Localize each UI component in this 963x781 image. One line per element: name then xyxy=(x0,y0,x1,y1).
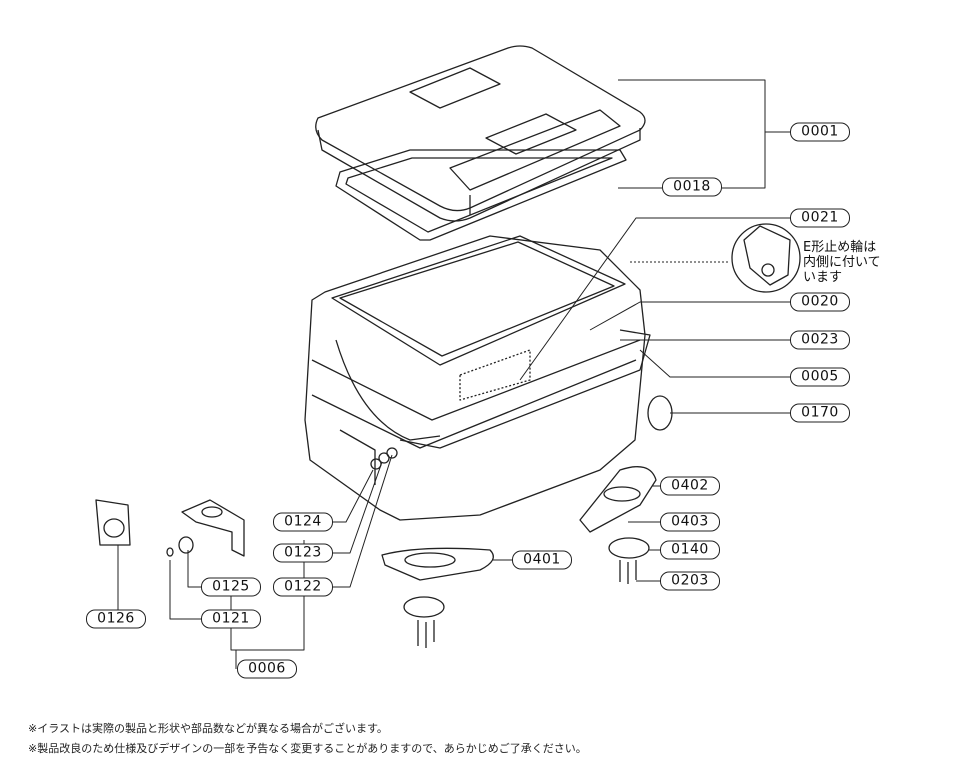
part-label-0401[interactable]: 0401 xyxy=(512,550,572,570)
e-ring-note: E形止め輪は 内側に付いて います xyxy=(803,240,881,285)
part-label-0006[interactable]: 0006 xyxy=(237,659,297,679)
part-label-0125[interactable]: 0125 xyxy=(201,577,261,597)
e-ring-detail-drawing xyxy=(731,223,801,293)
part-label-0124[interactable]: 0124 xyxy=(273,512,333,532)
part-label-0123[interactable]: 0123 xyxy=(273,543,333,563)
part-label-0005[interactable]: 0005 xyxy=(790,367,850,387)
note-line: 内側に付いて xyxy=(803,255,881,270)
footnote-illustration: ※イラストは実際の製品と形状や部品数などが異なる場合がございます。 xyxy=(28,722,388,735)
part-label-0020[interactable]: 0020 xyxy=(790,292,850,312)
leader-lines xyxy=(117,79,790,669)
part-label-0170[interactable]: 0170 xyxy=(790,403,850,423)
feet-drawing xyxy=(381,466,657,648)
part-label-0126[interactable]: 0126 xyxy=(86,609,146,629)
part-label-0018[interactable]: 0018 xyxy=(662,177,722,197)
part-label-0402[interactable]: 0402 xyxy=(660,476,720,496)
part-label-0021[interactable]: 0021 xyxy=(790,208,850,228)
part-label-0403[interactable]: 0403 xyxy=(660,512,720,532)
part-label-0023[interactable]: 0023 xyxy=(790,330,850,350)
part-label-0001[interactable]: 0001 xyxy=(790,122,850,142)
part-label-0140[interactable]: 0140 xyxy=(660,540,720,560)
part-0170-drawing xyxy=(647,395,673,431)
footnote-specs: ※製品改良のため仕様及びデザインの一部を予告なく変更することがありますので、あら… xyxy=(28,742,587,755)
drain-parts-drawing xyxy=(95,447,398,557)
note-line: E形止め輪は xyxy=(803,240,877,255)
note-line: います xyxy=(803,270,843,285)
part-label-0122[interactable]: 0122 xyxy=(273,577,333,597)
part-label-0203[interactable]: 0203 xyxy=(660,571,720,591)
gasket-drawing xyxy=(335,149,627,241)
part-label-0121[interactable]: 0121 xyxy=(201,609,261,629)
cooler-body-drawing xyxy=(304,235,651,521)
